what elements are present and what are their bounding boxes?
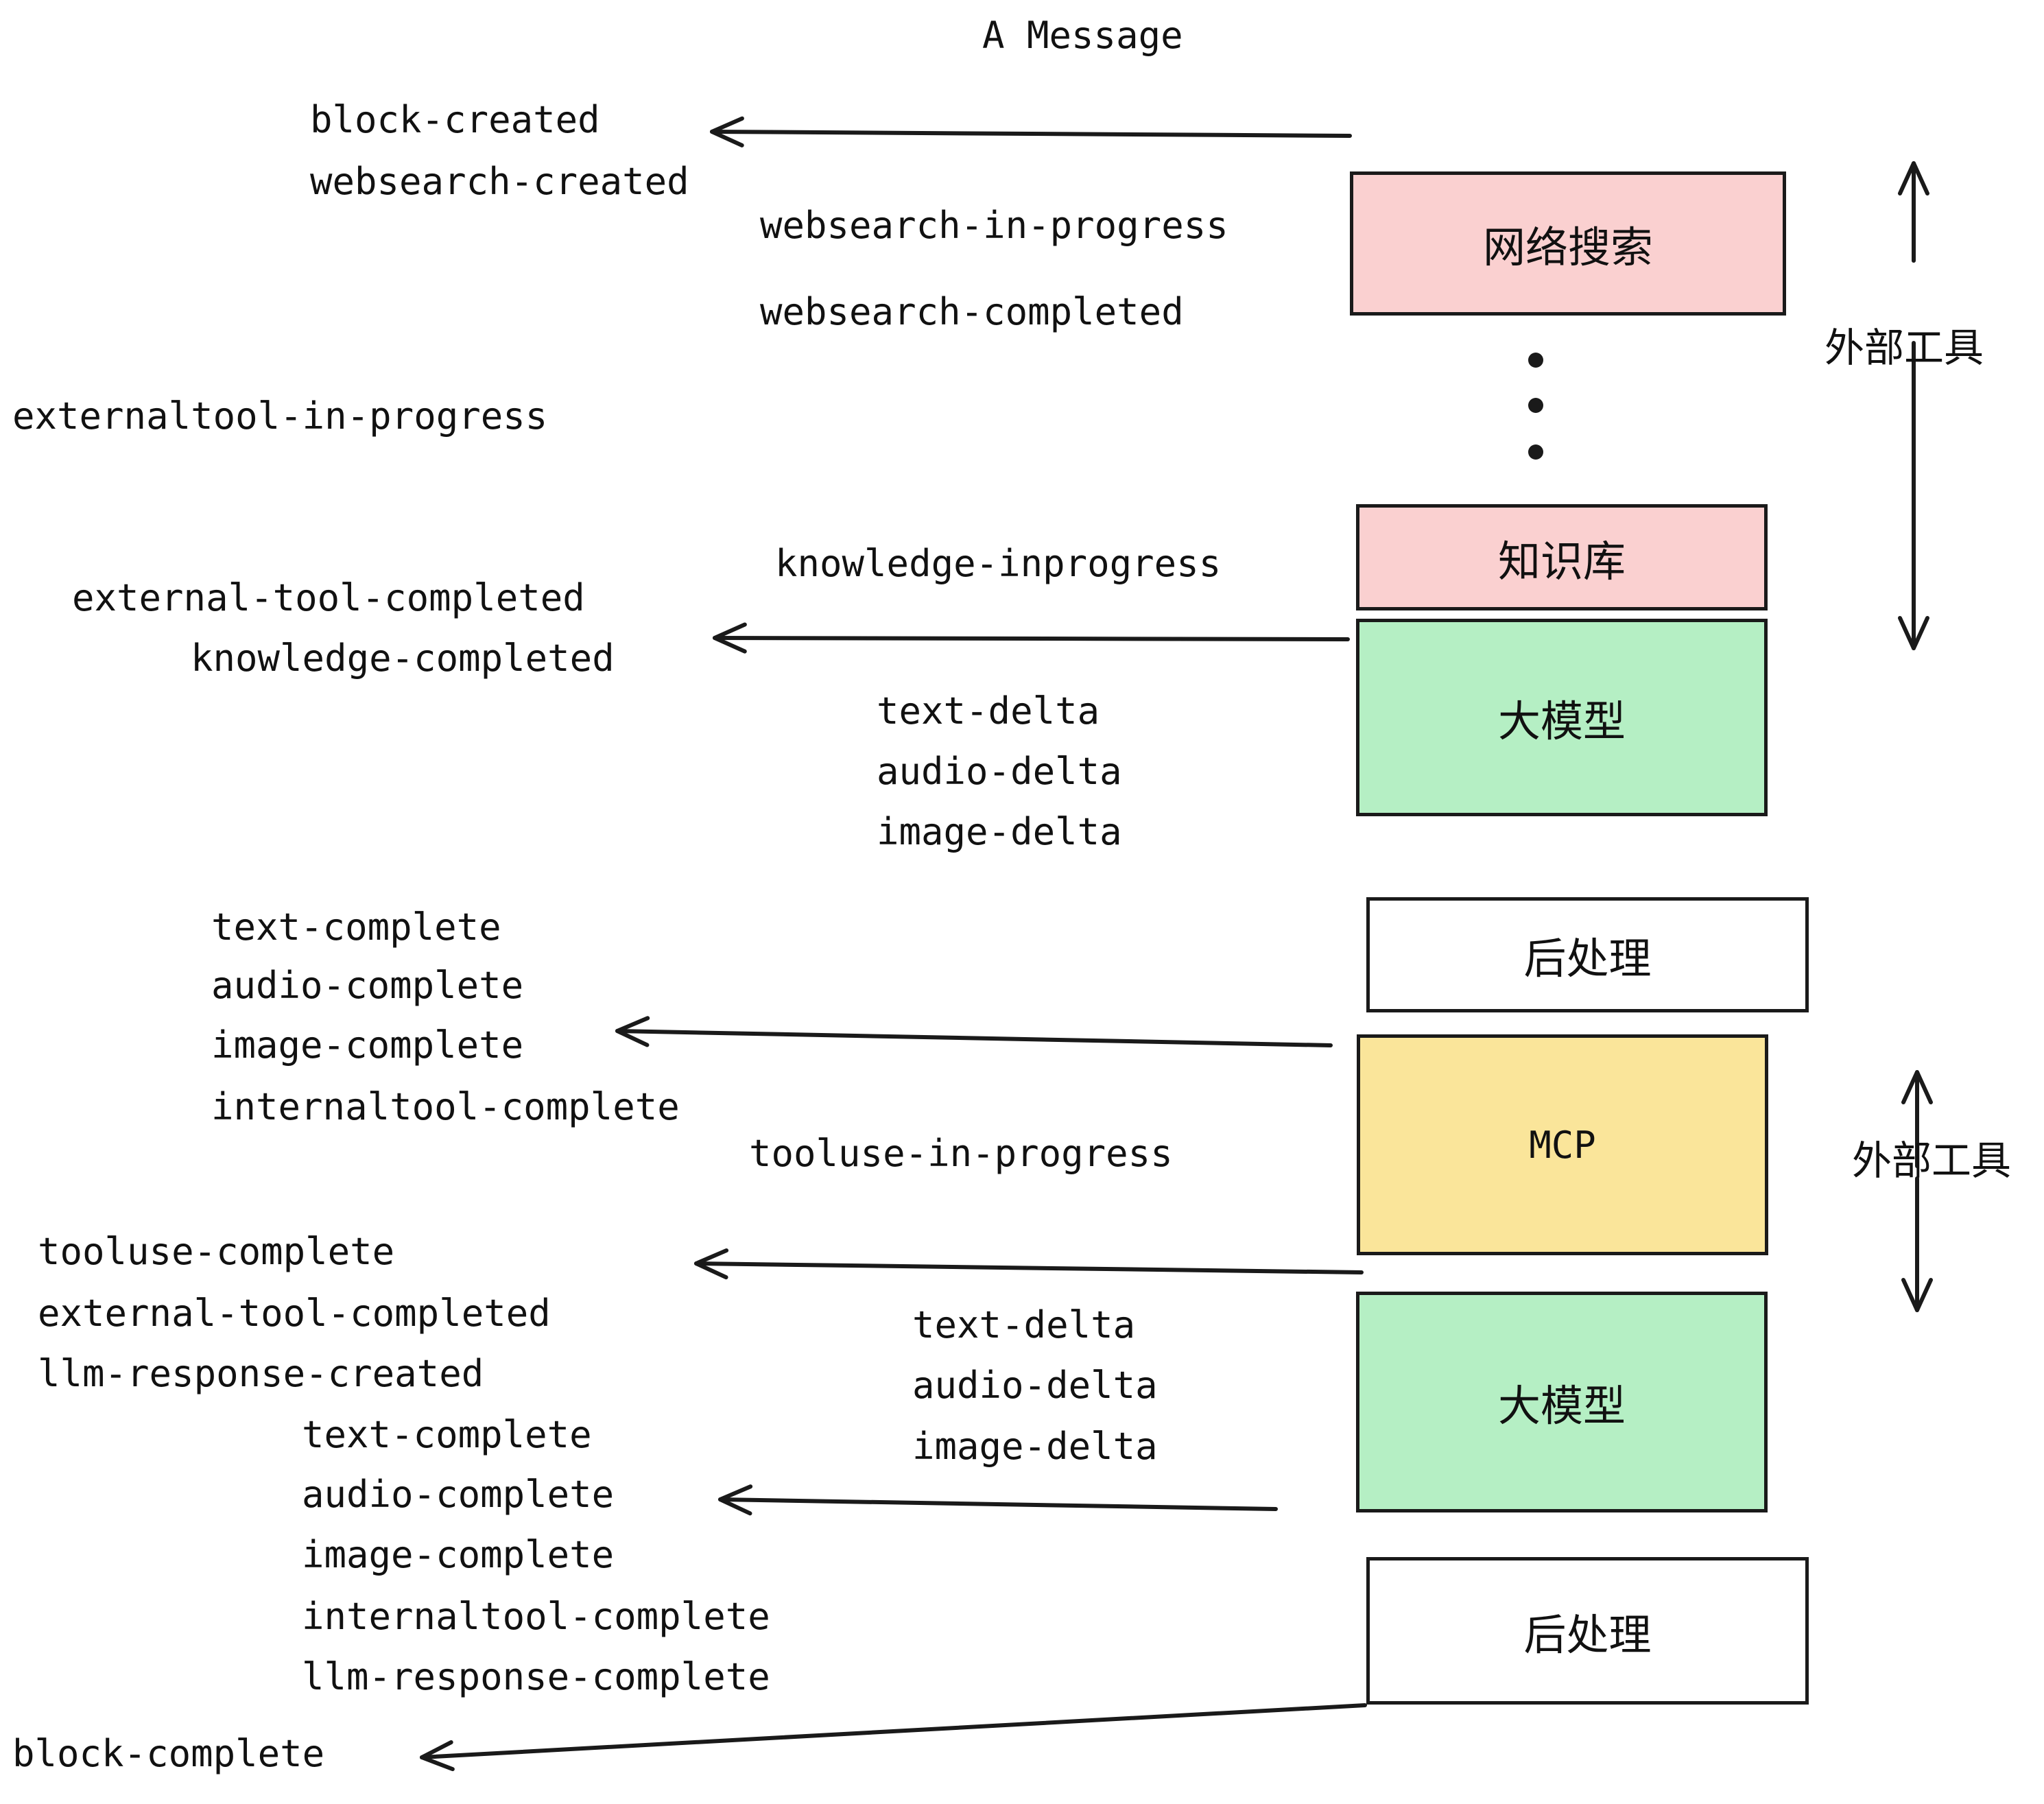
node-box-llm2[interactable]: 大模型 bbox=[1356, 1292, 1768, 1512]
vertical-arrows-group bbox=[1898, 161, 1933, 1312]
node-box-postprocess1[interactable]: 后处理 bbox=[1366, 897, 1809, 1012]
event-label-audio-complete-2: audio-complete bbox=[302, 1473, 615, 1516]
event-label-image-complete-1: image-complete bbox=[211, 1023, 524, 1067]
side-label-external-tools-top: 外部工具 bbox=[1825, 324, 1984, 371]
event-label-websearch-created: websearch-created bbox=[310, 160, 689, 203]
node-label-llm1: 大模型 bbox=[1497, 696, 1626, 746]
ellipsis-dot-2 bbox=[1528, 398, 1543, 413]
node-label-mcp: MCP bbox=[1529, 1123, 1596, 1167]
event-label-llm-response-created: llm-response-created bbox=[38, 1352, 484, 1395]
arrow-audio-complete bbox=[718, 1484, 1278, 1516]
event-label-external-tool-completed-1: external-tool-completed bbox=[72, 576, 585, 619]
event-label-text-delta-2: text-delta bbox=[912, 1303, 1136, 1346]
event-label-image-delta-1: image-delta bbox=[877, 810, 1122, 853]
arrow-block-created bbox=[710, 116, 1352, 147]
node-box-llm1[interactable]: 大模型 bbox=[1356, 619, 1768, 816]
event-label-externaltool-in-progress: externaltool-in-progress bbox=[12, 394, 548, 438]
ellipsis-dot-1 bbox=[1528, 353, 1543, 368]
node-label-postprocess1: 后处理 bbox=[1523, 934, 1652, 984]
arrow-knowledge bbox=[713, 622, 1350, 654]
external-tools-down-bottom bbox=[1901, 1176, 1933, 1312]
node-box-mcp[interactable]: MCP bbox=[1357, 1034, 1768, 1255]
node-box-websearch[interactable]: 网络搜索 bbox=[1350, 171, 1786, 316]
event-label-image-complete-2: image-complete bbox=[302, 1533, 615, 1576]
node-label-llm2: 大模型 bbox=[1497, 1381, 1626, 1431]
side-label-external-tools-bottom: 外部工具 bbox=[1852, 1137, 2012, 1184]
event-label-audio-complete-1: audio-complete bbox=[211, 964, 524, 1007]
event-label-websearch-completed: websearch-completed bbox=[760, 290, 1184, 333]
event-label-text-delta-1: text-delta bbox=[877, 689, 1100, 733]
event-label-text-complete-1: text-complete bbox=[211, 905, 501, 949]
event-label-internaltool-complete-2: internaltool-complete bbox=[302, 1595, 770, 1638]
node-box-knowledge[interactable]: 知识库 bbox=[1356, 504, 1768, 610]
node-label-postprocess2: 后处理 bbox=[1523, 1609, 1652, 1660]
event-label-audio-delta-1: audio-delta bbox=[877, 750, 1122, 793]
arrow-block-complete bbox=[420, 1703, 1367, 1772]
event-label-websearch-in-progress: websearch-in-progress bbox=[760, 204, 1228, 247]
page-title: A Message bbox=[982, 14, 1183, 57]
arrow-tooluse-complete bbox=[694, 1248, 1364, 1280]
event-label-knowledge-inprogress: knowledge-inprogress bbox=[775, 542, 1222, 585]
event-label-llm-response-complete: llm-response-complete bbox=[302, 1655, 770, 1698]
arrow-image-complete bbox=[615, 1016, 1333, 1047]
external-tools-up-bottom bbox=[1901, 1070, 1933, 1168]
external-tools-down-top bbox=[1898, 341, 1929, 650]
external-tools-up-top bbox=[1898, 161, 1929, 263]
event-label-internaltool-complete-1: internaltool-complete bbox=[211, 1085, 680, 1128]
event-label-block-complete: block-complete bbox=[12, 1732, 325, 1775]
event-label-block-created: block-created bbox=[310, 98, 600, 141]
horizontal-arrows-group bbox=[420, 116, 1367, 1772]
event-label-tooluse-complete: tooluse-complete bbox=[38, 1230, 395, 1273]
node-box-postprocess2[interactable]: 后处理 bbox=[1366, 1557, 1809, 1705]
event-label-tooluse-in-progress: tooluse-in-progress bbox=[749, 1132, 1173, 1175]
node-label-knowledge: 知识库 bbox=[1497, 536, 1626, 586]
event-label-text-complete-2: text-complete bbox=[302, 1413, 592, 1456]
event-label-knowledge-completed: knowledge-completed bbox=[191, 637, 615, 680]
ellipsis-dot-3 bbox=[1528, 444, 1543, 460]
node-label-websearch: 网络搜索 bbox=[1482, 222, 1653, 272]
event-label-audio-delta-2: audio-delta bbox=[912, 1364, 1158, 1407]
event-label-external-tool-completed-2: external-tool-completed bbox=[38, 1292, 551, 1335]
event-label-image-delta-2: image-delta bbox=[912, 1425, 1158, 1468]
